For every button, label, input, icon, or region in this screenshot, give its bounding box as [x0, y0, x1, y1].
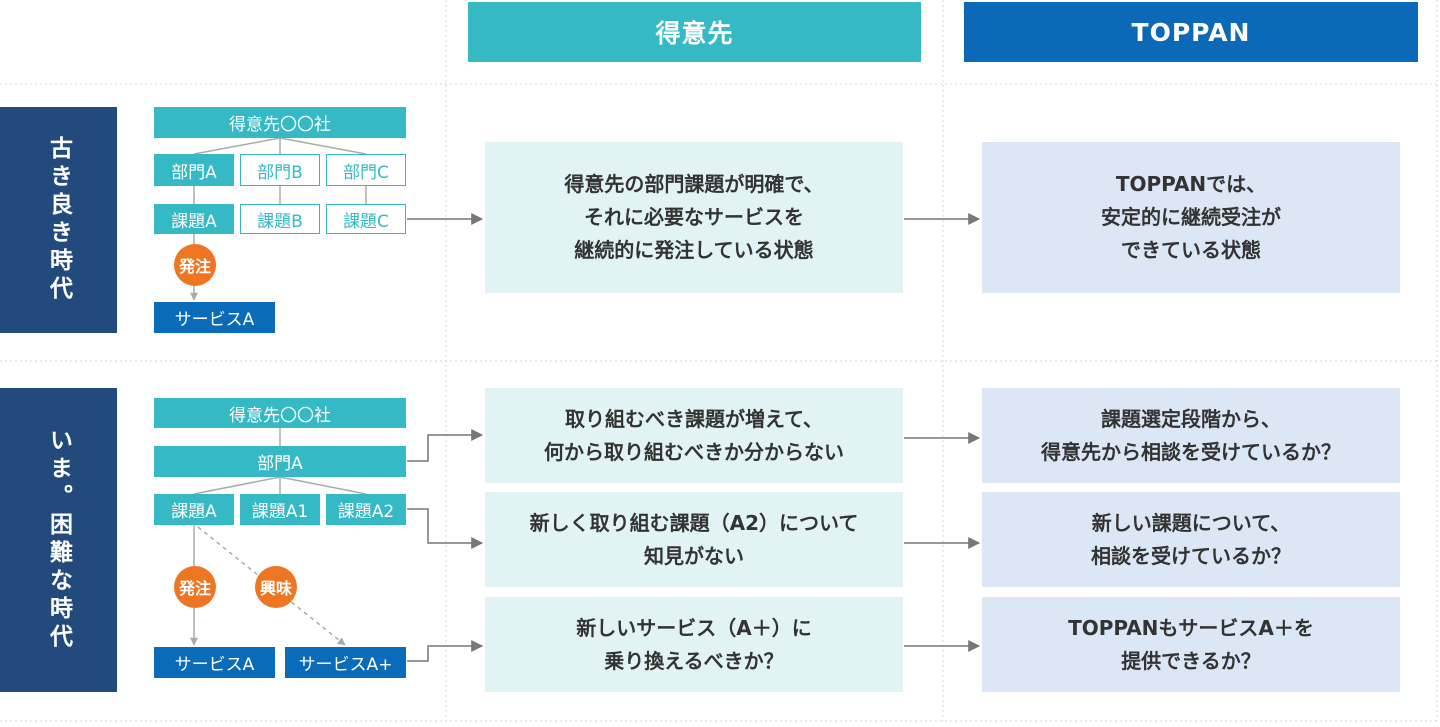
org-company-box: 得意先〇〇社 [154, 107, 406, 138]
toppan-state-box: TOPPANもサービスA＋を 提供できるか？ [982, 597, 1400, 692]
order-badge: 発注 [174, 244, 216, 286]
client-state-box: 新しいサービス（A＋）に 乗り換えるべきか？ [485, 597, 903, 692]
client-state-box: 取り組むべき課題が増えて、 何から取り組むべきか分からない [485, 388, 903, 483]
order-badge: 発注 [174, 566, 216, 608]
org-company-box: 得意先〇〇社 [154, 398, 406, 428]
client-state-box: 得意先の部門課題が明確で、 それに必要なサービスを 継続的に発注している状態 [485, 142, 903, 293]
org-issue-c-box: 課題C [326, 204, 406, 234]
org-issue-a1-box: 課題A1 [240, 494, 320, 525]
client-state-box: 新しく取り組む課題（A2）について 知見がない [485, 492, 903, 587]
toppan-state-box: 課題選定段階から、 得意先から相談を受けているか？ [982, 388, 1400, 483]
toppan-state-box: 新しい課題について、 相談を受けているか？ [982, 492, 1400, 587]
interest-badge: 興味 [255, 566, 297, 608]
service-a-box: サービスA [154, 302, 275, 333]
era-label-difficult: いま。困難な時代 [0, 388, 117, 692]
org-dept-a-box: 部門A [154, 154, 234, 186]
header-toppan: TOPPAN [964, 2, 1418, 62]
flow-arrows [407, 213, 981, 662]
org-issue-a-box: 課題A [154, 204, 234, 234]
service-a-plus-box: サービスA+ [285, 647, 406, 678]
org-issue-a2-box: 課題A2 [326, 494, 406, 525]
header-client: 得意先 [468, 2, 921, 62]
org-issue-b-box: 課題B [240, 204, 320, 234]
toppan-state-box: TOPPANでは、 安定的に継続受注が できている状態 [982, 142, 1400, 293]
era-label-good-old: 古き良き時代 [0, 107, 117, 333]
service-a-box: サービスA [154, 647, 275, 678]
bottom-tree-lines [190, 428, 367, 646]
org-issue-a-box: 課題A [154, 494, 234, 525]
org-dept-b-box: 部門B [240, 154, 320, 186]
org-dept-a-box: 部門A [154, 446, 406, 477]
org-dept-c-box: 部門C [326, 154, 406, 186]
